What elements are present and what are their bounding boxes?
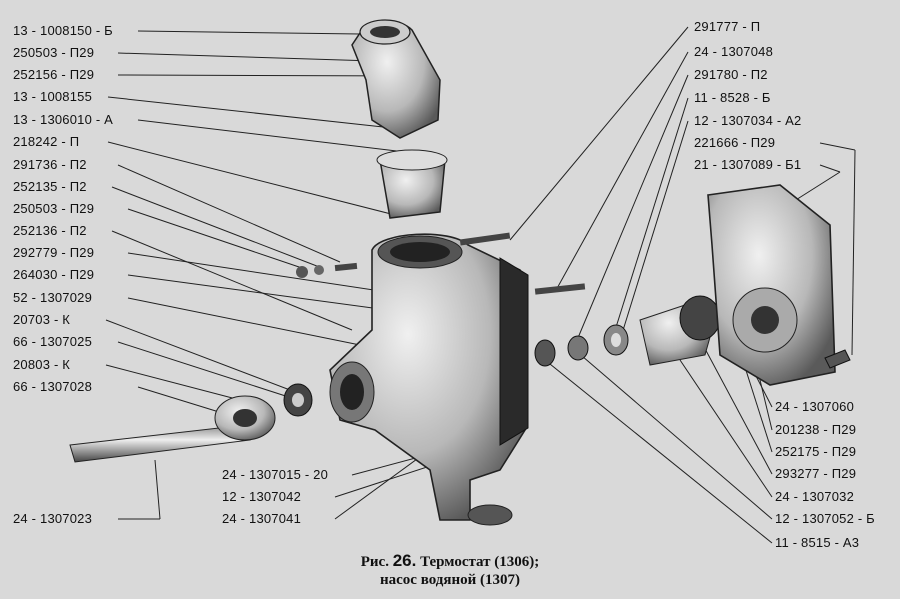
part-label: 252136 - П2 (13, 223, 87, 238)
part-label: 264030 - П29 (13, 267, 95, 282)
leader-line (574, 74, 689, 346)
part-label: 13 - 1306010 - А (13, 112, 114, 127)
pump-flange-part (499, 257, 529, 446)
part-label: 292779 - П29 (13, 245, 95, 260)
leader-line (137, 30, 361, 35)
leader-line (154, 459, 161, 520)
small-stud-part (334, 262, 358, 272)
part-label: 291736 - П2 (13, 157, 87, 172)
leader-line (819, 142, 856, 151)
leader-line (117, 74, 406, 77)
leader-line (111, 186, 323, 269)
part-label: 24 - 1307060 (775, 399, 855, 414)
part-label: 12 - 1307042 (222, 489, 302, 504)
part-label: 201238 - П29 (775, 422, 857, 437)
leader-line (619, 120, 689, 341)
leader-line (107, 141, 396, 216)
pump-cover-part (707, 184, 836, 386)
stud-part-2 (534, 283, 586, 295)
leader-line (107, 96, 393, 129)
caption-title-1: Термостат (1306); (420, 554, 540, 570)
part-label: 221666 - П29 (694, 135, 776, 150)
washer-part (314, 265, 324, 275)
part-label: 24 - 1307048 (694, 44, 774, 59)
ring-part (534, 339, 556, 367)
part-label: 66 - 1307028 (13, 379, 93, 394)
part-label: 293277 - П29 (775, 466, 857, 481)
leader-line (117, 164, 341, 263)
part-label: 252135 - П2 (13, 179, 87, 194)
leader-line (611, 97, 689, 341)
leader-line (819, 164, 841, 173)
stud-part (459, 232, 511, 246)
part-label: 291780 - П2 (694, 67, 768, 82)
part-label: 12 - 1307052 - Б (775, 511, 875, 526)
leader-line (554, 51, 689, 293)
part-label: 21 - 1307089 - Б1 (694, 157, 802, 172)
part-label: 66 - 1307025 (13, 334, 93, 349)
caption-title-2: насос водяной (1307) (379, 572, 520, 588)
leader-line (694, 329, 773, 475)
part-label: 24 - 1307041 (222, 511, 302, 526)
leader-line (127, 297, 361, 346)
leader-line (851, 149, 856, 356)
leader-line (117, 52, 406, 63)
leader-line (679, 359, 773, 498)
part-label: 12 - 1307034 - А2 (694, 113, 802, 128)
leader-line (111, 230, 353, 331)
leader-line (544, 359, 773, 544)
part-label: 20703 - К (13, 312, 71, 327)
leader-line (509, 26, 689, 241)
nut-part (296, 266, 308, 278)
part-label: 13 - 1008150 - Б (13, 23, 113, 38)
caption-line-1: Рис. 26. Термостат (1306); (0, 552, 900, 571)
part-label: 11 - 8528 - Б (694, 90, 771, 105)
part-label: 13 - 1008155 (13, 89, 93, 104)
leader-line (137, 119, 406, 153)
pump-body-part (329, 233, 526, 521)
part-label: 252175 - П29 (775, 444, 857, 459)
leader-line (127, 208, 303, 269)
leader-line (105, 364, 241, 401)
figure-caption: Рис. 26. Термостат (1306); насос водяной… (0, 552, 900, 589)
part-label: 24 - 1307015 - 20 (222, 467, 329, 482)
leader-line (574, 349, 773, 520)
caption-number: 26. (392, 551, 417, 570)
part-label: 250503 - П29 (13, 45, 95, 60)
part-label: 24 - 1307032 (775, 489, 855, 504)
part-label: 20803 - К (13, 357, 71, 372)
ring-part-2 (567, 335, 589, 361)
part-label: 11 - 8515 - А3 (775, 535, 860, 550)
leader-line (105, 319, 291, 391)
cover-bolt-part (824, 349, 851, 369)
part-label: 291777 - П (694, 19, 761, 34)
part-label: 252156 - П29 (13, 67, 95, 82)
shaft-label: 24 - 1307023 (13, 511, 93, 526)
part-label: 52 - 1307029 (13, 290, 93, 305)
leader-line (117, 341, 299, 401)
caption-prefix: Рис. (360, 554, 389, 570)
part-label: 218242 - П (13, 134, 80, 149)
part-label: 250503 - П29 (13, 201, 95, 216)
